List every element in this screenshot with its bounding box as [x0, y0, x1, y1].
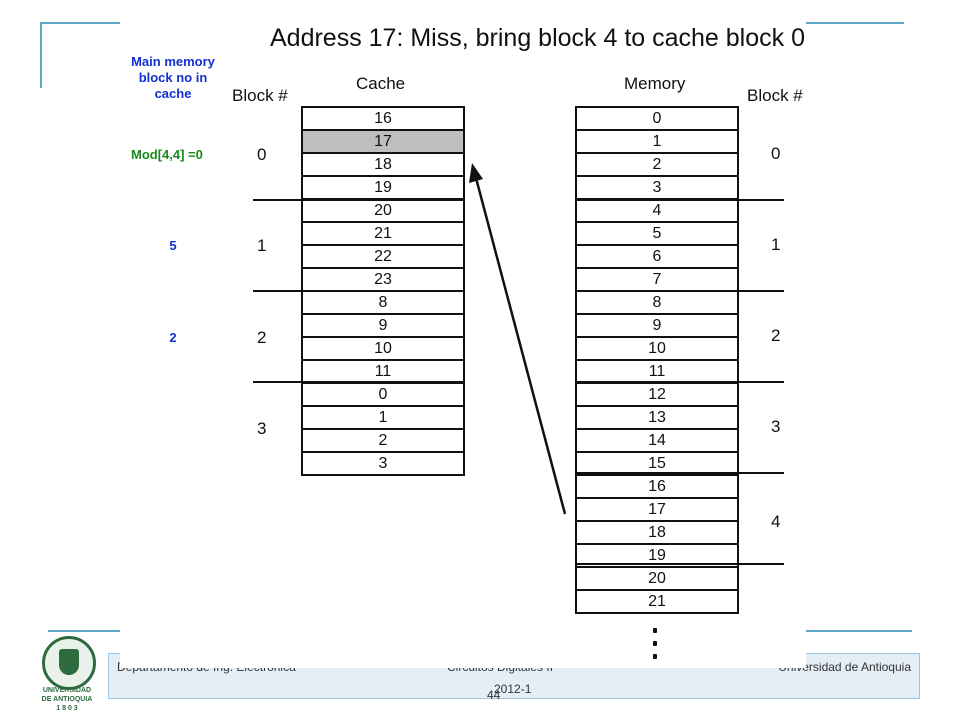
- memory-block-separator: [575, 472, 784, 474]
- memory-cell: 15: [577, 453, 737, 476]
- cache-cell: 3: [378, 455, 388, 472]
- cache-header: Cache: [356, 74, 406, 93]
- logo-line-3: 1 8 0 3: [56, 705, 78, 712]
- dot: [653, 654, 657, 659]
- cache-block-separator: [253, 290, 463, 292]
- continuation-dots: [653, 628, 659, 667]
- cache-block-header: Block #: [232, 86, 288, 105]
- top-right-frame-horizontal: [806, 22, 904, 24]
- memory-cell: 21: [648, 593, 666, 610]
- logo-line-1: UNIVERSIDAD: [42, 687, 92, 694]
- memory-cell: 7: [577, 269, 737, 292]
- top-left-frame-horizontal: [40, 22, 120, 24]
- cache-block-number: 1: [257, 236, 267, 255]
- cache-block-number: 2: [257, 328, 267, 347]
- slide-title: Address 17: Miss, bring block 4 to cache…: [270, 24, 805, 52]
- memory-cell: 16: [577, 476, 737, 499]
- seal-icon: [42, 636, 96, 690]
- cache-cell: 16: [303, 108, 463, 131]
- university-logo: UNIVERSIDAD DE ANTIOQUIA 1 8 0 3: [30, 636, 104, 716]
- main-memory-note-line-3: cache: [154, 86, 192, 101]
- cache-cell: 22: [303, 246, 463, 269]
- cache-cell: 21: [303, 223, 463, 246]
- main-memory-note: Main memory block no in cache: [118, 54, 228, 102]
- cache-cell: 2: [303, 430, 463, 453]
- bottom-right-frame-horizontal: [806, 630, 912, 632]
- cache-cell: 20: [303, 200, 463, 223]
- memory-cell: 3: [577, 177, 737, 200]
- memory-block-number: 0: [771, 144, 781, 163]
- memory-cell: 19: [577, 545, 737, 568]
- memory-block-separator: [575, 290, 784, 292]
- cache-block-number: 0: [257, 145, 267, 164]
- footer-year: 2012-1: [494, 682, 532, 696]
- cache-cell: 1: [303, 407, 463, 430]
- cache-block-separator: [253, 381, 463, 383]
- cache-cell: 23: [303, 269, 463, 292]
- logo-text: UNIVERSIDAD DE ANTIOQUIA 1 8 0 3: [30, 686, 104, 713]
- memory-cell: 20: [577, 568, 737, 591]
- memory-cell: 1: [577, 131, 737, 154]
- memory-block-number: 3: [771, 417, 781, 436]
- cache-cell: 9: [303, 315, 463, 338]
- block-note-1: 5: [169, 238, 177, 253]
- memory-cell: 17: [577, 499, 737, 522]
- memory-block-separator: [575, 199, 784, 201]
- main-memory-note-line-1: Main memory: [131, 54, 215, 69]
- cache-cell: 18: [303, 154, 463, 177]
- cache-cell: 0: [303, 384, 463, 407]
- cache-cell: 17: [303, 131, 463, 154]
- bottom-left-frame-horizontal: [48, 630, 120, 632]
- cache-cell: 8: [303, 292, 463, 315]
- cache-block-number: 3: [257, 419, 267, 438]
- main-memory-note-line-2: block no in: [138, 70, 208, 85]
- memory-cell: 5: [577, 223, 737, 246]
- top-left-frame-vertical: [40, 22, 42, 88]
- memory-cell: 10: [577, 338, 737, 361]
- mod-note: Mod[4,4] =0: [131, 147, 203, 162]
- memory-cell: 0: [577, 108, 737, 131]
- block-note-2: 2: [169, 330, 177, 345]
- memory-cell: 11: [577, 361, 737, 384]
- memory-cell: 12: [577, 384, 737, 407]
- memory-cell: 4: [577, 200, 737, 223]
- memory-block-number: 4: [771, 512, 781, 531]
- memory-cell: 9: [577, 315, 737, 338]
- memory-cell: 8: [577, 292, 737, 315]
- dot: [653, 641, 657, 646]
- memory-cell: 2: [577, 154, 737, 177]
- memory-header: Memory: [624, 74, 686, 93]
- page-number: 44: [487, 688, 501, 702]
- footer-university: Universidad de Antioquia: [778, 660, 911, 674]
- memory-block-separator: [575, 381, 784, 383]
- memory-block-separator: [575, 563, 784, 565]
- logo-line-2: DE ANTIOQUIA: [41, 696, 93, 703]
- memory-block-number: 2: [771, 326, 781, 345]
- cache-cell: 19: [303, 177, 463, 200]
- cache-cell: 10: [303, 338, 463, 361]
- memory-block-header: Block #: [747, 86, 803, 105]
- cache-cell: 11: [303, 361, 463, 384]
- memory-cell: 6: [577, 246, 737, 269]
- memory-cell: 18: [577, 522, 737, 545]
- memory-cell: 14: [577, 430, 737, 453]
- memory-block-number: 1: [771, 235, 781, 254]
- cache-block-separator: [253, 199, 463, 201]
- memory-cell: 13: [577, 407, 737, 430]
- dot: [653, 628, 657, 633]
